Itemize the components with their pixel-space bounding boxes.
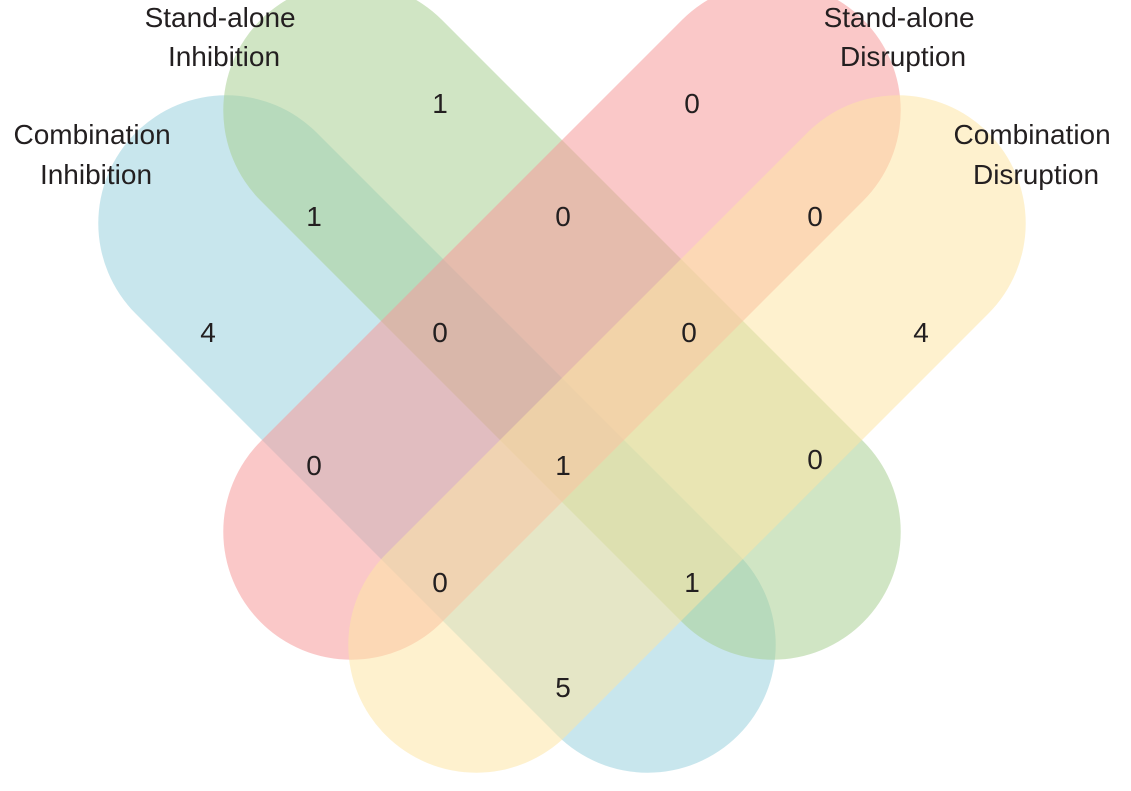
count-ci-si-sd: 0 [432,317,448,348]
set-shape-combination-disruption [348,95,1026,773]
set-labels: Combination Inhibition Stand-alone Inhib… [14,2,1119,190]
count-si-sd-cd: 0 [681,317,697,348]
set-label-combination-inhibition: Combination Inhibition [14,119,179,190]
count-only-combination-inhibition: 4 [200,317,216,348]
count-all-four: 1 [555,450,571,481]
count-sd-cd: 0 [807,201,823,232]
count-only-standalone-inhibition: 1 [432,88,448,119]
set-label-combination-disruption: Combination Disruption [954,119,1119,190]
count-ci-sd-cd: 0 [432,567,448,598]
count-only-combination-disruption: 4 [913,317,929,348]
set-shape-standalone-disruption [223,0,901,660]
count-si-cd: 0 [807,444,823,475]
count-si-sd: 0 [555,201,571,232]
count-ci-cd: 5 [555,672,571,703]
count-only-standalone-disruption: 0 [684,88,700,119]
set-shapes [98,0,1026,773]
set-label-standalone-inhibition: Stand-alone Inhibition [145,2,304,72]
count-ci-sd: 0 [306,450,322,481]
count-ci-si: 1 [306,201,322,232]
set-label-standalone-disruption: Stand-alone Disruption [824,2,983,72]
region-counts: 1 0 4 4 1 0 0 0 0 0 1 0 0 1 5 [200,88,929,703]
count-ci-si-cd: 1 [684,567,700,598]
